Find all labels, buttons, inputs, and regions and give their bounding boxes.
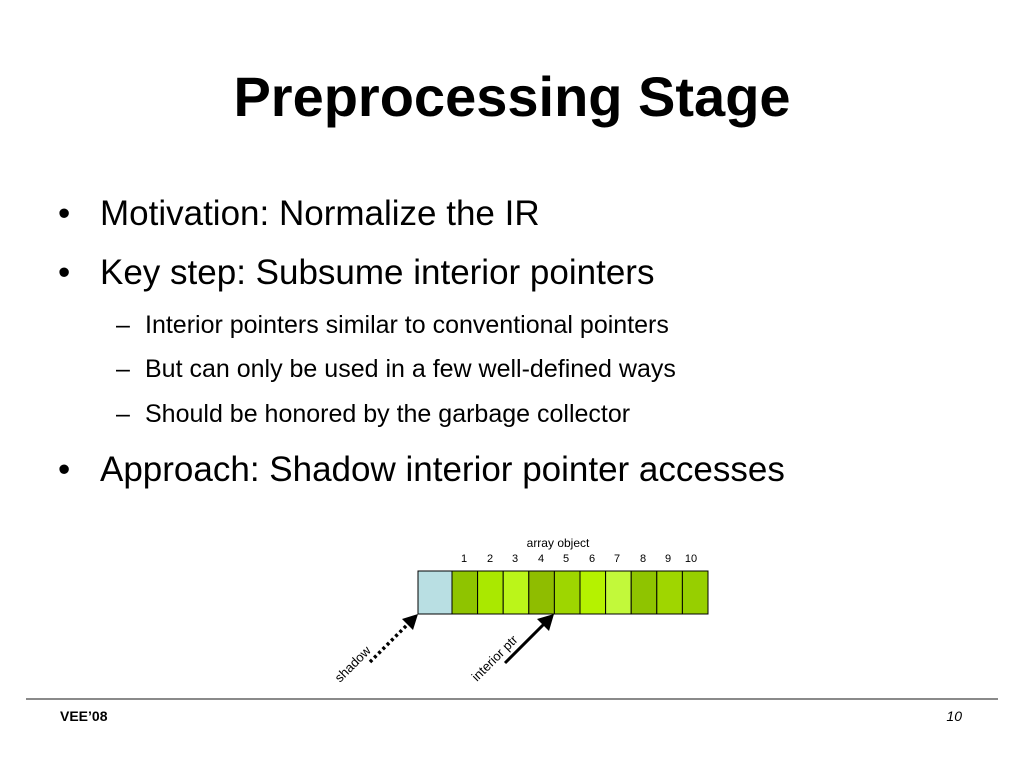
bullet-marker: •	[58, 253, 71, 292]
array-cell	[477, 570, 504, 615]
interior-pointer-arrowhead	[537, 614, 554, 631]
array-cell	[553, 570, 581, 615]
array-cell	[630, 570, 658, 615]
array-cell	[681, 570, 709, 615]
cell-index-label: 6	[589, 553, 595, 565]
interior-pointer-label: interior ptr	[469, 632, 521, 684]
array-cell	[656, 570, 683, 615]
shadow-arrow	[368, 619, 413, 664]
sub-bullet-text: Should be honored by the garbage collect…	[145, 400, 631, 428]
bullet-text: Key step: Subsume interior pointers	[100, 253, 655, 292]
cell-index-labels: 1 2 3 4 5 6 7 8 9 10	[461, 553, 697, 565]
array-cells	[451, 570, 709, 615]
sub-bullet-text: Interior pointers similar to conventiona…	[145, 311, 669, 339]
sub-bullet-marker: –	[116, 311, 130, 339]
shadow-arrowhead	[402, 614, 418, 630]
array-cell	[451, 570, 479, 615]
slide-number: 10	[946, 708, 962, 724]
array-cell	[579, 570, 607, 615]
array-cell	[605, 570, 632, 615]
cell-index-label: 2	[487, 553, 493, 565]
shadow-cell	[417, 570, 453, 615]
sub-bullet-marker: –	[116, 400, 130, 428]
interior-pointer-arrow	[503, 620, 548, 665]
cell-index-label: 4	[538, 553, 544, 565]
bullet-marker: •	[58, 194, 71, 233]
footer-conference: VEE’08	[60, 708, 108, 724]
cell-index-label: 5	[563, 553, 569, 565]
sub-bullet-text: But can only be used in a few well-defin…	[145, 355, 676, 383]
bullet-marker: •	[58, 450, 71, 489]
array-cell	[502, 570, 530, 615]
slide-title: Preprocessing Stage	[233, 65, 791, 128]
sub-bullet-marker: –	[116, 355, 130, 383]
cell-index-label: 10	[685, 553, 697, 565]
footer-divider	[26, 698, 998, 700]
cell-index-label: 9	[665, 553, 671, 565]
array-cell	[528, 570, 555, 615]
cell-index-label: 7	[614, 553, 620, 565]
bullet-text: Motivation: Normalize the IR	[100, 194, 540, 233]
cell-index-label: 8	[640, 553, 646, 565]
shadow-label: shadow	[332, 642, 375, 685]
cell-index-label: 3	[512, 553, 518, 565]
array-object-label: array object	[527, 536, 590, 550]
cell-index-label: 1	[461, 553, 467, 565]
bullet-text: Approach: Shadow interior pointer access…	[100, 450, 785, 489]
